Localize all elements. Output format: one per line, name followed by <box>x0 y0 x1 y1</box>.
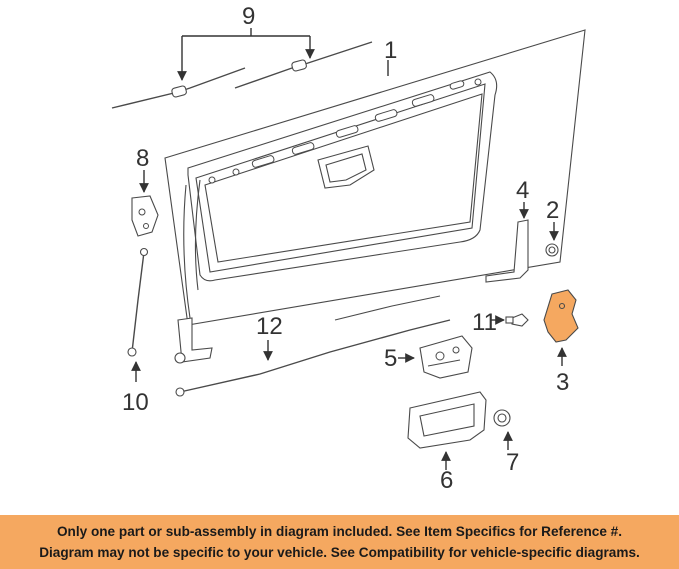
callout-3: 3 <box>556 369 569 396</box>
callout-11: 11 <box>472 309 497 336</box>
disclaimer-line-1: Only one part or sub-assembly in diagram… <box>56 524 623 539</box>
callout-9: 9 <box>242 3 255 30</box>
tailgate-panel <box>164 29 586 326</box>
left-hinge <box>174 317 213 364</box>
callout-1: 1 <box>384 37 397 64</box>
callout-6: 6 <box>440 467 453 494</box>
highlighted-part-3 <box>543 289 579 343</box>
callout-2: 2 <box>546 197 559 224</box>
fastener-11 <box>505 313 529 327</box>
bushing-7 <box>493 409 511 427</box>
lower-cables <box>175 295 451 397</box>
callout-10: 10 <box>122 389 149 416</box>
left-latch-bracket <box>131 195 159 237</box>
left-rod <box>127 247 149 357</box>
callout-5: 5 <box>384 345 397 372</box>
disclaimer-line-2: Diagram may not be specific to your vehi… <box>39 545 640 560</box>
callout-7: 7 <box>506 449 519 476</box>
right-bracket <box>485 219 529 283</box>
bolt-2 <box>545 243 559 257</box>
callout-4: 4 <box>516 177 529 204</box>
part-3-fill <box>543 289 579 343</box>
callout-12: 12 <box>256 313 283 340</box>
disclaimer-banner: Only one part or sub-assembly in diagram… <box>0 515 679 569</box>
handle-bezel-6 <box>407 391 487 449</box>
callout-8: 8 <box>136 145 149 172</box>
latch-assembly-5 <box>419 335 473 379</box>
upper-cables <box>111 41 373 109</box>
tailgate-parts-diagram: 9 1 8 4 2 11 12 5 3 10 7 6 <box>111 3 586 494</box>
leader-lines <box>131 28 567 470</box>
